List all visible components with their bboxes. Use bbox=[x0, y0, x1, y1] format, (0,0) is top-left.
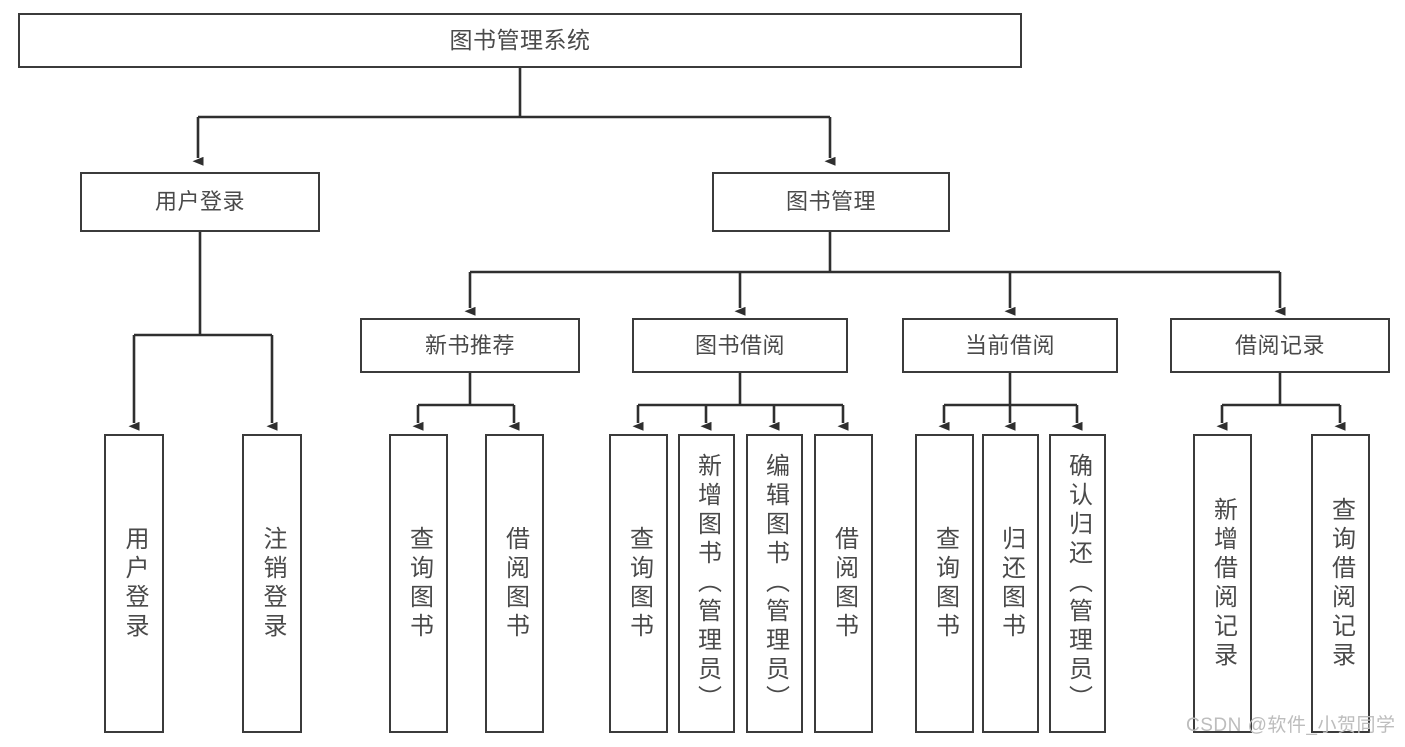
node-label: 查询图书 bbox=[625, 525, 653, 642]
node-label: 新增借阅记录 bbox=[1209, 496, 1237, 671]
node-label: 确认归还（管理员） bbox=[1064, 453, 1092, 714]
node-label: 当前借阅 bbox=[964, 332, 1055, 358]
node-label: 图书管理系统 bbox=[449, 27, 591, 54]
node-label: 用户登录 bbox=[154, 189, 245, 215]
node-label: 查询图书 bbox=[405, 525, 433, 642]
node-label: 图书借阅 bbox=[694, 332, 785, 358]
leaf-current-return-book[interactable]: 归还图书 bbox=[982, 434, 1039, 733]
node-label: 借阅图书 bbox=[830, 525, 858, 642]
node-user-login[interactable]: 用户登录 bbox=[80, 172, 320, 232]
node-current-borrow[interactable]: 当前借阅 bbox=[902, 318, 1118, 373]
node-label: 新增图书（管理员） bbox=[693, 453, 721, 714]
leaf-current-confirm-return-admin[interactable]: 确认归还（管理员） bbox=[1049, 434, 1106, 733]
node-label: 新书推荐 bbox=[424, 332, 515, 358]
node-label: 图书管理 bbox=[785, 189, 876, 215]
node-label: 编辑图书（管理员） bbox=[761, 453, 789, 714]
leaf-borrow-edit-book-admin[interactable]: 编辑图书（管理员） bbox=[746, 434, 803, 733]
leaf-borrow-add-book-admin[interactable]: 新增图书（管理员） bbox=[678, 434, 735, 733]
node-label: 查询图书 bbox=[931, 525, 959, 642]
leaf-user-login-signin[interactable]: 用户登录 bbox=[104, 434, 164, 733]
leaf-user-login-signout[interactable]: 注销登录 bbox=[242, 434, 302, 733]
leaf-recommend-borrow-book[interactable]: 借阅图书 bbox=[485, 434, 544, 733]
leaf-recommend-query-book[interactable]: 查询图书 bbox=[389, 434, 448, 733]
node-label: 用户登录 bbox=[121, 525, 148, 642]
leaf-borrow-borrow-book[interactable]: 借阅图书 bbox=[814, 434, 873, 733]
node-new-book-recommend[interactable]: 新书推荐 bbox=[360, 318, 580, 373]
node-label: 借阅记录 bbox=[1234, 332, 1325, 358]
leaf-current-query-book[interactable]: 查询图书 bbox=[915, 434, 974, 733]
node-root-system[interactable]: 图书管理系统 bbox=[18, 13, 1022, 68]
leaf-record-query-record[interactable]: 查询借阅记录 bbox=[1311, 434, 1370, 733]
node-label: 注销登录 bbox=[259, 525, 286, 642]
node-label: 借阅图书 bbox=[501, 525, 529, 642]
leaf-record-add-record[interactable]: 新增借阅记录 bbox=[1193, 434, 1252, 733]
csdn-watermark: CSDN @软件_小贺同学 bbox=[1186, 715, 1396, 736]
node-borrow-record[interactable]: 借阅记录 bbox=[1170, 318, 1390, 373]
node-label: 查询借阅记录 bbox=[1327, 496, 1355, 671]
node-book-borrow[interactable]: 图书借阅 bbox=[632, 318, 848, 373]
leaf-borrow-query-book[interactable]: 查询图书 bbox=[609, 434, 668, 733]
node-label: 归还图书 bbox=[997, 525, 1025, 642]
node-book-management[interactable]: 图书管理 bbox=[712, 172, 950, 232]
